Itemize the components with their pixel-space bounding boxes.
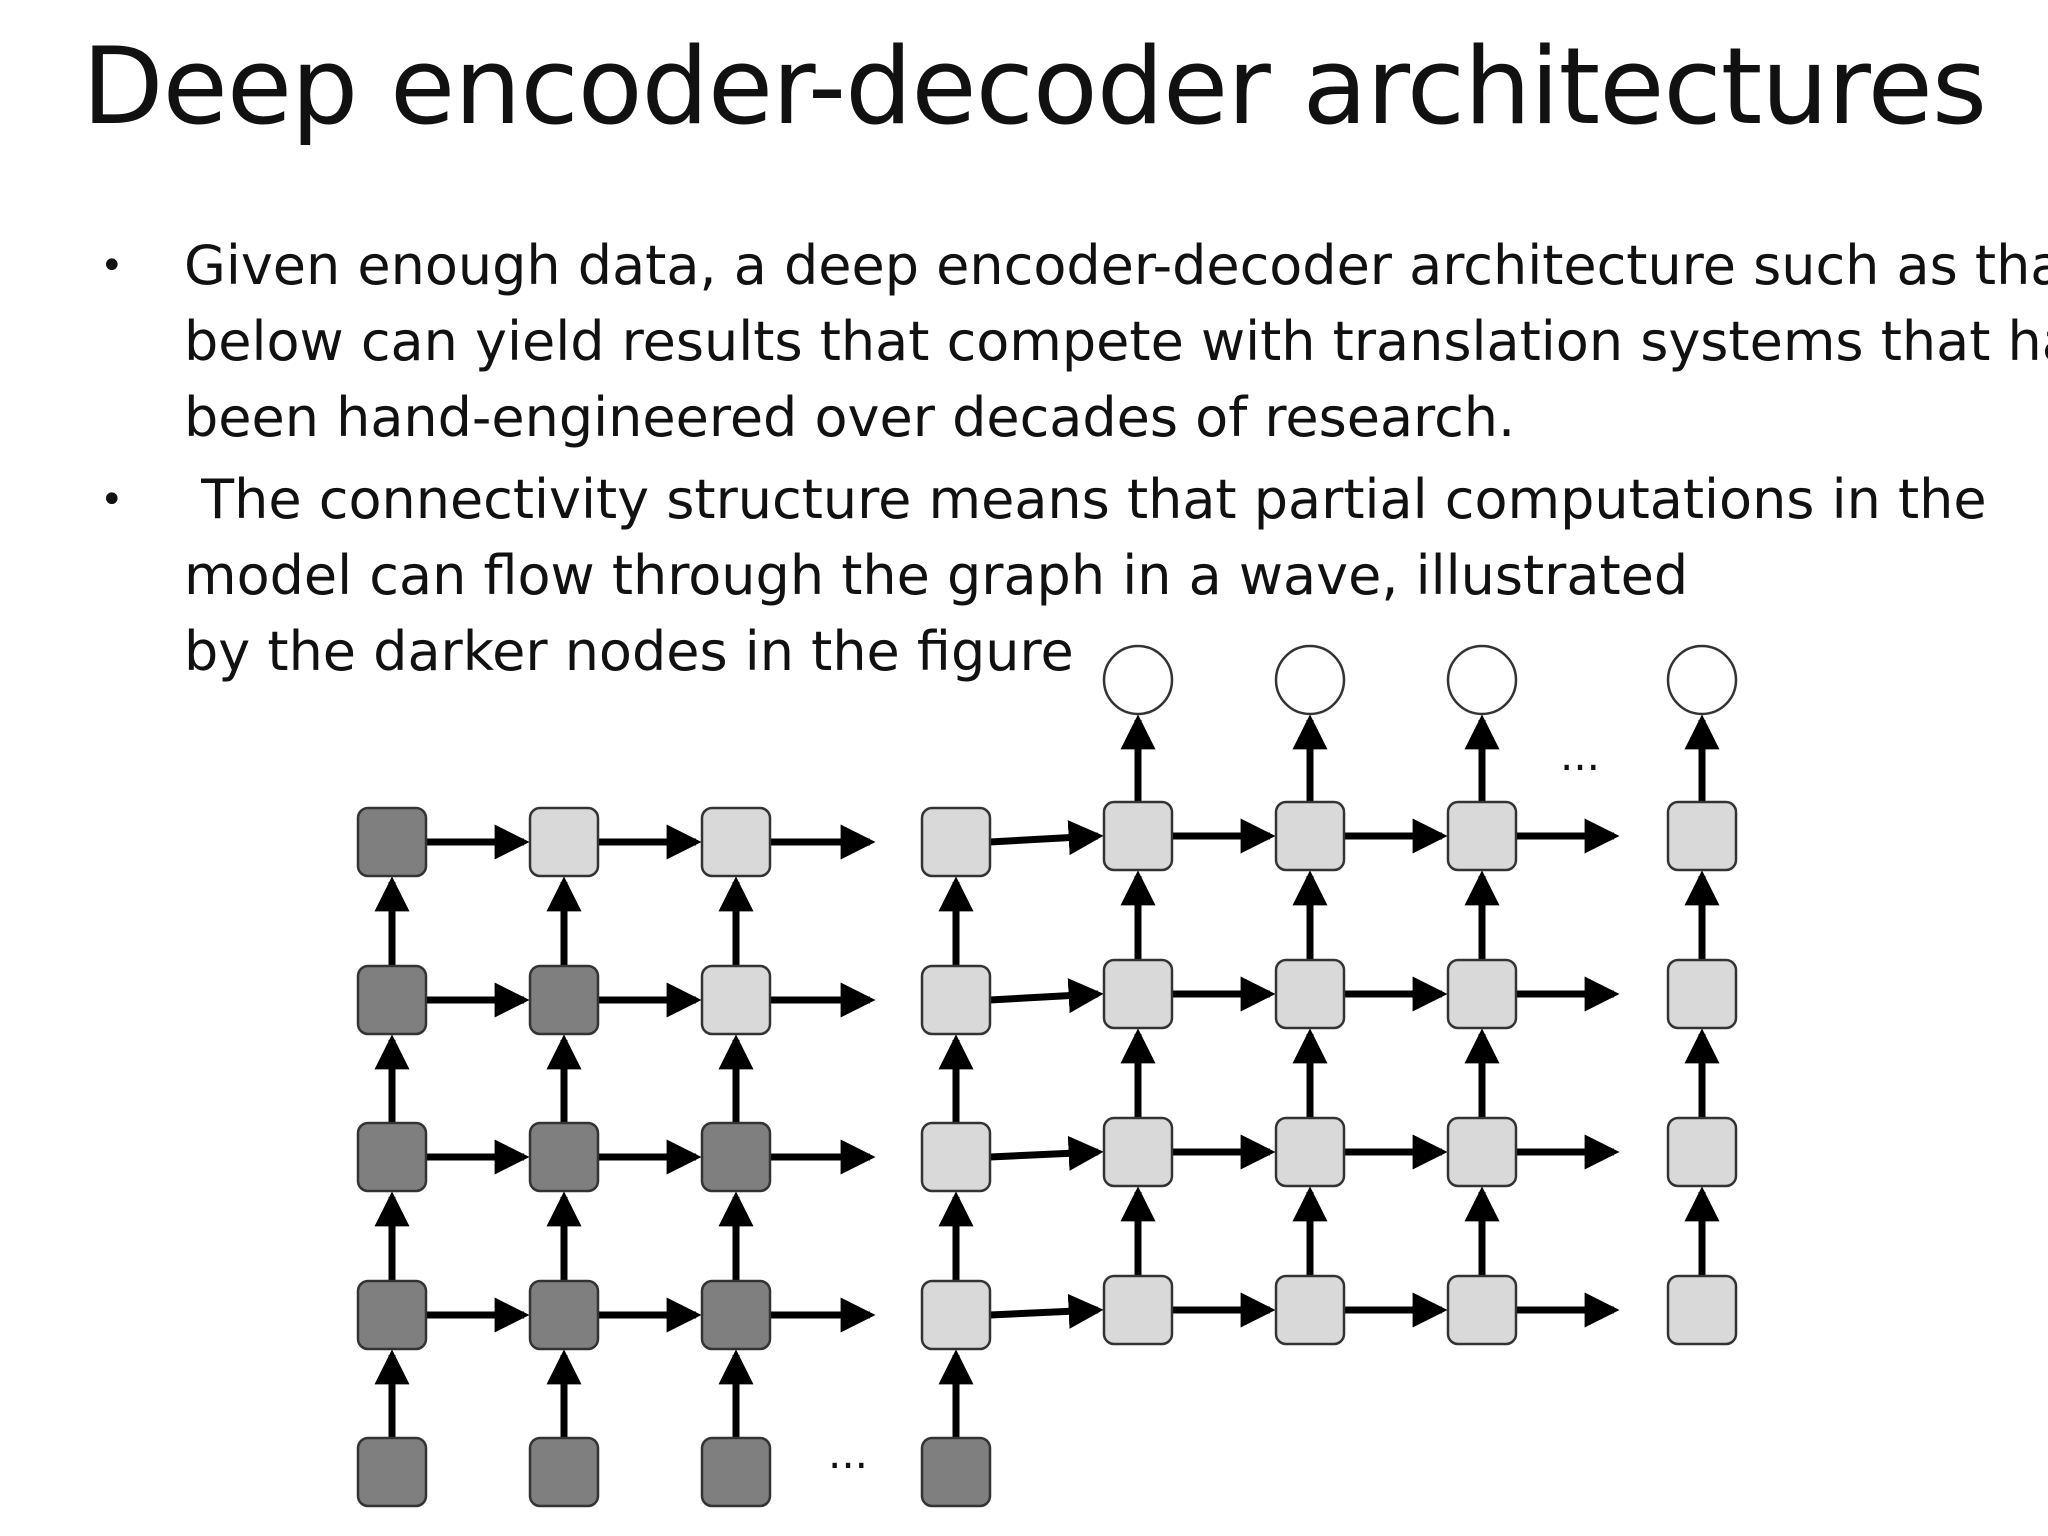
decoder-node: [1666, 958, 1738, 1030]
encoder-node: [920, 806, 992, 878]
encoder-node-dark: [356, 806, 428, 878]
bullet-text: Given enough data, a deep encoder-decode…: [184, 228, 2048, 456]
decoder-output-node: [1666, 644, 1738, 716]
encoder-to-decoder-arrow: [989, 978, 1104, 1014]
decoder-output-node: [1446, 644, 1518, 716]
bullet-line: been hand-engineered over decades of res…: [184, 386, 1516, 449]
bullet-line: The connectivity structure means that pa…: [184, 468, 1987, 531]
decoder-node: [1102, 1274, 1174, 1346]
decoder-ellipsis: ...: [1560, 731, 1600, 780]
decoder-node: [1274, 1274, 1346, 1346]
decoder-node: [1274, 958, 1346, 1030]
bullet-line: model can flow through the graph in a wa…: [184, 544, 1689, 607]
decoder-node: [1446, 1116, 1518, 1188]
decoder-output-node: [1102, 644, 1174, 716]
encoder-to-decoder-arrow: [989, 1135, 1104, 1171]
bullet-line: by the darker nodes in the figure: [184, 620, 1074, 683]
decoder-node: [1102, 800, 1174, 872]
diagram-edges: [374, 714, 1720, 1438]
encoder-node-dark: [528, 964, 600, 1036]
bullet-dot-icon: •: [100, 243, 124, 289]
encoder-node-dark: [528, 1121, 600, 1193]
encoder-node-dark: [700, 1121, 772, 1193]
decoder-node: [1274, 1116, 1346, 1188]
bullet-list: • Given enough data, a deep encoder-deco…: [100, 228, 2048, 696]
bullet-line: below can yield results that compete wit…: [184, 310, 2048, 373]
bullet-text: The connectivity structure means that pa…: [184, 462, 1987, 690]
decoder-node: [1446, 800, 1518, 872]
bullet-dot-icon: •: [100, 477, 124, 523]
decoder-node: [1666, 800, 1738, 872]
bullet-item: • The connectivity structure means that …: [100, 462, 2020, 690]
bullet-item: • Given enough data, a deep encoder-deco…: [100, 228, 2048, 456]
encoder-input-node: [356, 1436, 428, 1508]
encoder-to-decoder-arrow: [989, 1293, 1104, 1329]
encoder-node: [528, 806, 600, 878]
decoder-node: [1274, 800, 1346, 872]
diagram-nodes: [356, 644, 1738, 1508]
encoder-node: [700, 964, 772, 1036]
encoder-input-node: [528, 1436, 600, 1508]
decoder-node: [1666, 1116, 1738, 1188]
encoder-node-dark: [356, 1121, 428, 1193]
encoder-ellipsis: ...: [828, 1429, 868, 1478]
encoder-node-dark: [528, 1279, 600, 1351]
encoder-to-decoder-arrow: [989, 820, 1104, 856]
encoder-node-dark: [356, 964, 428, 1036]
slide-title: Deep encoder-decoder architectures: [82, 25, 1987, 148]
bullet-line: Given enough data, a deep encoder-decode…: [184, 234, 2048, 297]
encoder-node: [920, 1279, 992, 1351]
encoder-node: [920, 964, 992, 1036]
decoder-node: [1102, 1116, 1174, 1188]
decoder-output-node: [1274, 644, 1346, 716]
encoder-node: [920, 1121, 992, 1193]
decoder-node: [1102, 958, 1174, 1030]
encoder-node-dark: [700, 1279, 772, 1351]
encoder-input-node: [920, 1436, 992, 1508]
encoder-input-node: [700, 1436, 772, 1508]
decoder-node: [1446, 1274, 1518, 1346]
encoder-node: [700, 806, 772, 878]
decoder-node: [1666, 1274, 1738, 1346]
encoder-node-dark: [356, 1279, 428, 1351]
decoder-node: [1446, 958, 1518, 1030]
